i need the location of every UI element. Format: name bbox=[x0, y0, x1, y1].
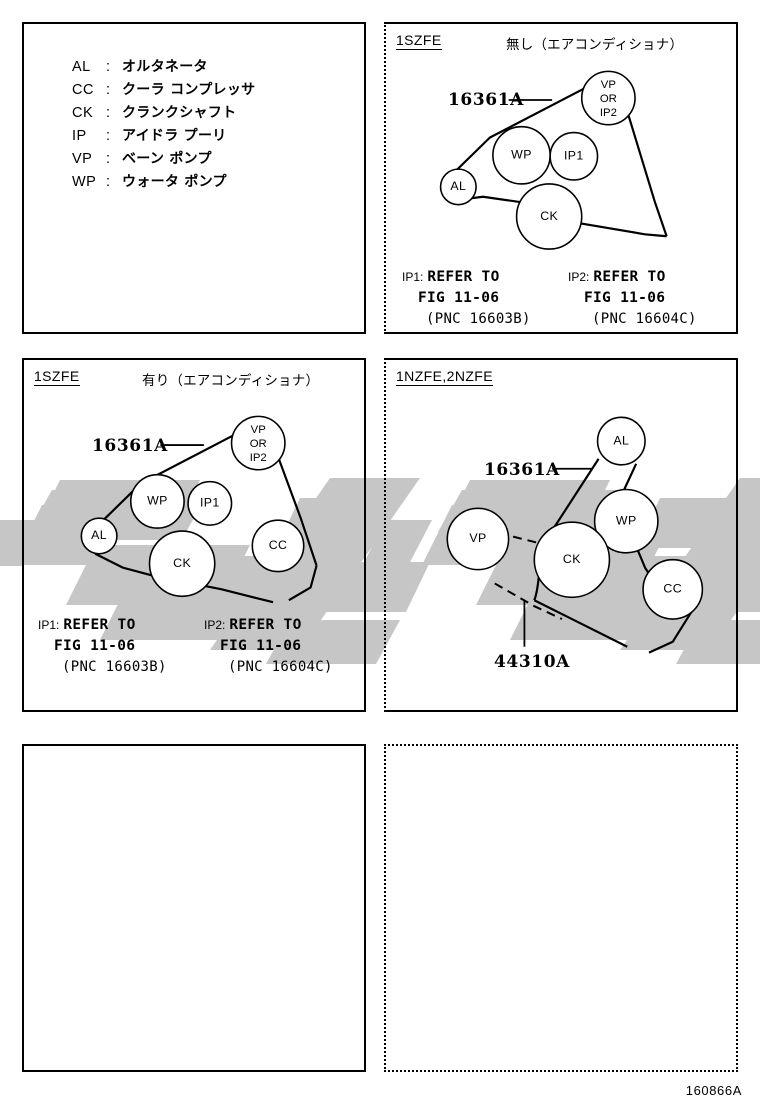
legend-separator: : bbox=[106, 59, 111, 75]
panel-1szfe-with-ac: 1SZFE 有り（エアコンディショナ） VP OR IP2 WP IP1 AL … bbox=[22, 358, 366, 712]
pulley-label-ip1: IP1 bbox=[564, 149, 584, 163]
engine-code-label: 1NZFE,2NZFE bbox=[396, 368, 493, 386]
pulley-label-al: AL bbox=[613, 433, 629, 447]
refer-block-ip1: IP1: REFER TO FIG 11-06 (PNC 16603B) bbox=[38, 615, 167, 678]
ps-belt-dashed bbox=[498, 532, 557, 549]
refer-line-1: REFER TO bbox=[63, 617, 136, 633]
pulley-label-cc: CC bbox=[269, 538, 288, 552]
legend-item: IP : アイドラ プーリ bbox=[72, 125, 255, 148]
pulley-label-or: OR bbox=[600, 93, 617, 105]
legend-separator: : bbox=[106, 128, 111, 144]
refer-line-3: (PNC 16603B) bbox=[426, 311, 531, 327]
refer-tag-ip2: IP2: bbox=[204, 618, 226, 632]
pulley-label-al: AL bbox=[450, 179, 466, 193]
legend-separator: : bbox=[106, 174, 111, 190]
pulley-label-ck: CK bbox=[540, 209, 558, 223]
legend-item: CC : クーラ コンプレッサ bbox=[72, 79, 255, 102]
ac-condition-label: 有り（エアコンディショナ） bbox=[142, 373, 320, 389]
pulley-label-wp: WP bbox=[511, 148, 532, 162]
pulley-label-vp: VP bbox=[251, 424, 266, 436]
refer-line-3: (PNC 16603B) bbox=[62, 659, 167, 675]
ac-condition-label: 無し（エアコンディショナ） bbox=[506, 37, 684, 53]
pulley-wp bbox=[593, 488, 659, 554]
pulley-label-ip2: IP2 bbox=[250, 452, 267, 464]
pulley-ck bbox=[515, 183, 583, 250]
legend-list: AL : オルタネータ CC : クーラ コンプレッサ CK : クランクシャフ… bbox=[72, 56, 255, 194]
pulley-ip1 bbox=[549, 131, 599, 181]
part-number-44310a: 44310A bbox=[494, 652, 570, 672]
panel-1szfe-no-ac: 1SZFE 無し（エアコンディショナ） VP OR IP2 WP IP1 AL … bbox=[384, 22, 738, 334]
legend-panel: AL : オルタネータ CC : クーラ コンプレッサ CK : クランクシャフ… bbox=[22, 22, 366, 334]
refer-line-2: FIG 11-06 bbox=[54, 638, 136, 654]
pulley-ck bbox=[148, 530, 216, 598]
refer-block-ip2: IP2: REFER TO FIG 11-06 (PNC 16604C) bbox=[568, 267, 697, 330]
part-number-16361a: 16361A bbox=[92, 436, 168, 456]
pulley-vp bbox=[446, 507, 510, 571]
pulley-al bbox=[439, 168, 477, 206]
pulley-al bbox=[596, 416, 646, 466]
ps-belt-dashed bbox=[494, 582, 563, 620]
panel-nzfe: 1NZFE,2NZFE AL WP CK CC VP bbox=[384, 358, 738, 712]
legend-description: ベーン ポンプ bbox=[122, 151, 212, 167]
panel-empty-bottom-left bbox=[22, 744, 366, 1072]
part-number-16361a: 16361A bbox=[484, 460, 560, 480]
legend-abbr: CC bbox=[72, 82, 94, 98]
legend-separator: : bbox=[106, 105, 111, 121]
legend-description: アイドラ プーリ bbox=[122, 128, 227, 144]
legend-item: AL : オルタネータ bbox=[72, 56, 255, 79]
refer-tag-ip1: IP1: bbox=[402, 270, 424, 284]
pulley-ip1 bbox=[187, 480, 233, 526]
legend-description: ウォータ ポンプ bbox=[122, 174, 227, 190]
pulley-vp-or-ip2 bbox=[230, 415, 286, 471]
pulley-label-vp: VP bbox=[601, 79, 616, 91]
legend-item: WP : ウォータ ポンプ bbox=[72, 171, 255, 194]
legend-description: オルタネータ bbox=[122, 59, 208, 75]
legend-item: CK : クランクシャフト bbox=[72, 102, 255, 125]
refer-line-1: REFER TO bbox=[593, 269, 666, 285]
pulley-label-ck: CK bbox=[173, 556, 191, 570]
legend-description: クランクシャフト bbox=[122, 105, 237, 121]
pulley-ck bbox=[533, 521, 611, 599]
legend-separator: : bbox=[106, 151, 111, 167]
refer-tag-ip1: IP1: bbox=[38, 618, 60, 632]
legend-abbr: AL bbox=[72, 59, 91, 75]
pulley-vp-or-ip2 bbox=[580, 70, 636, 126]
panel-empty-bottom-right bbox=[384, 744, 738, 1072]
legend-separator: : bbox=[106, 82, 111, 98]
refer-line-2: FIG 11-06 bbox=[418, 290, 500, 306]
pulley-wp bbox=[492, 125, 551, 185]
refer-block-ip1: IP1: REFER TO FIG 11-06 (PNC 16603B) bbox=[402, 267, 531, 330]
pulley-al bbox=[80, 517, 118, 555]
refer-line-1: REFER TO bbox=[229, 617, 302, 633]
refer-block-ip2: IP2: REFER TO FIG 11-06 (PNC 16604C) bbox=[204, 615, 333, 678]
pulley-label-or: OR bbox=[250, 438, 267, 450]
engine-code-label: 1SZFE bbox=[34, 368, 80, 386]
pulley-label-cc: CC bbox=[663, 582, 682, 596]
engine-code-label: 1SZFE bbox=[396, 32, 442, 50]
pulley-label-al: AL bbox=[91, 528, 107, 542]
pulley-label-ck: CK bbox=[563, 552, 581, 566]
refer-tag-ip2: IP2: bbox=[568, 270, 590, 284]
refer-line-3: (PNC 16604C) bbox=[228, 659, 333, 675]
pulley-label-wp: WP bbox=[616, 513, 637, 527]
part-number-16361a: 16361A bbox=[448, 90, 524, 110]
refer-line-1: REFER TO bbox=[427, 269, 500, 285]
legend-abbr: CK bbox=[72, 105, 94, 121]
legend-abbr: VP bbox=[72, 151, 93, 167]
legend-abbr: IP bbox=[72, 128, 87, 144]
pulley-cc bbox=[251, 519, 305, 573]
pulley-label-ip1: IP1 bbox=[200, 496, 220, 510]
legend-abbr: WP bbox=[72, 174, 97, 190]
refer-line-2: FIG 11-06 bbox=[220, 638, 302, 654]
pulley-wp bbox=[129, 473, 185, 529]
legend-description: クーラ コンプレッサ bbox=[122, 82, 256, 98]
pulley-cc bbox=[642, 558, 704, 620]
figure-number: 160866A bbox=[685, 1083, 742, 1098]
pulley-label-ip2: IP2 bbox=[600, 107, 617, 119]
pulley-label-vp: VP bbox=[469, 531, 486, 545]
pulley-label-wp: WP bbox=[147, 494, 168, 508]
legend-item: VP : ベーン ポンプ bbox=[72, 148, 255, 171]
refer-line-2: FIG 11-06 bbox=[584, 290, 666, 306]
refer-line-3: (PNC 16604C) bbox=[592, 311, 697, 327]
